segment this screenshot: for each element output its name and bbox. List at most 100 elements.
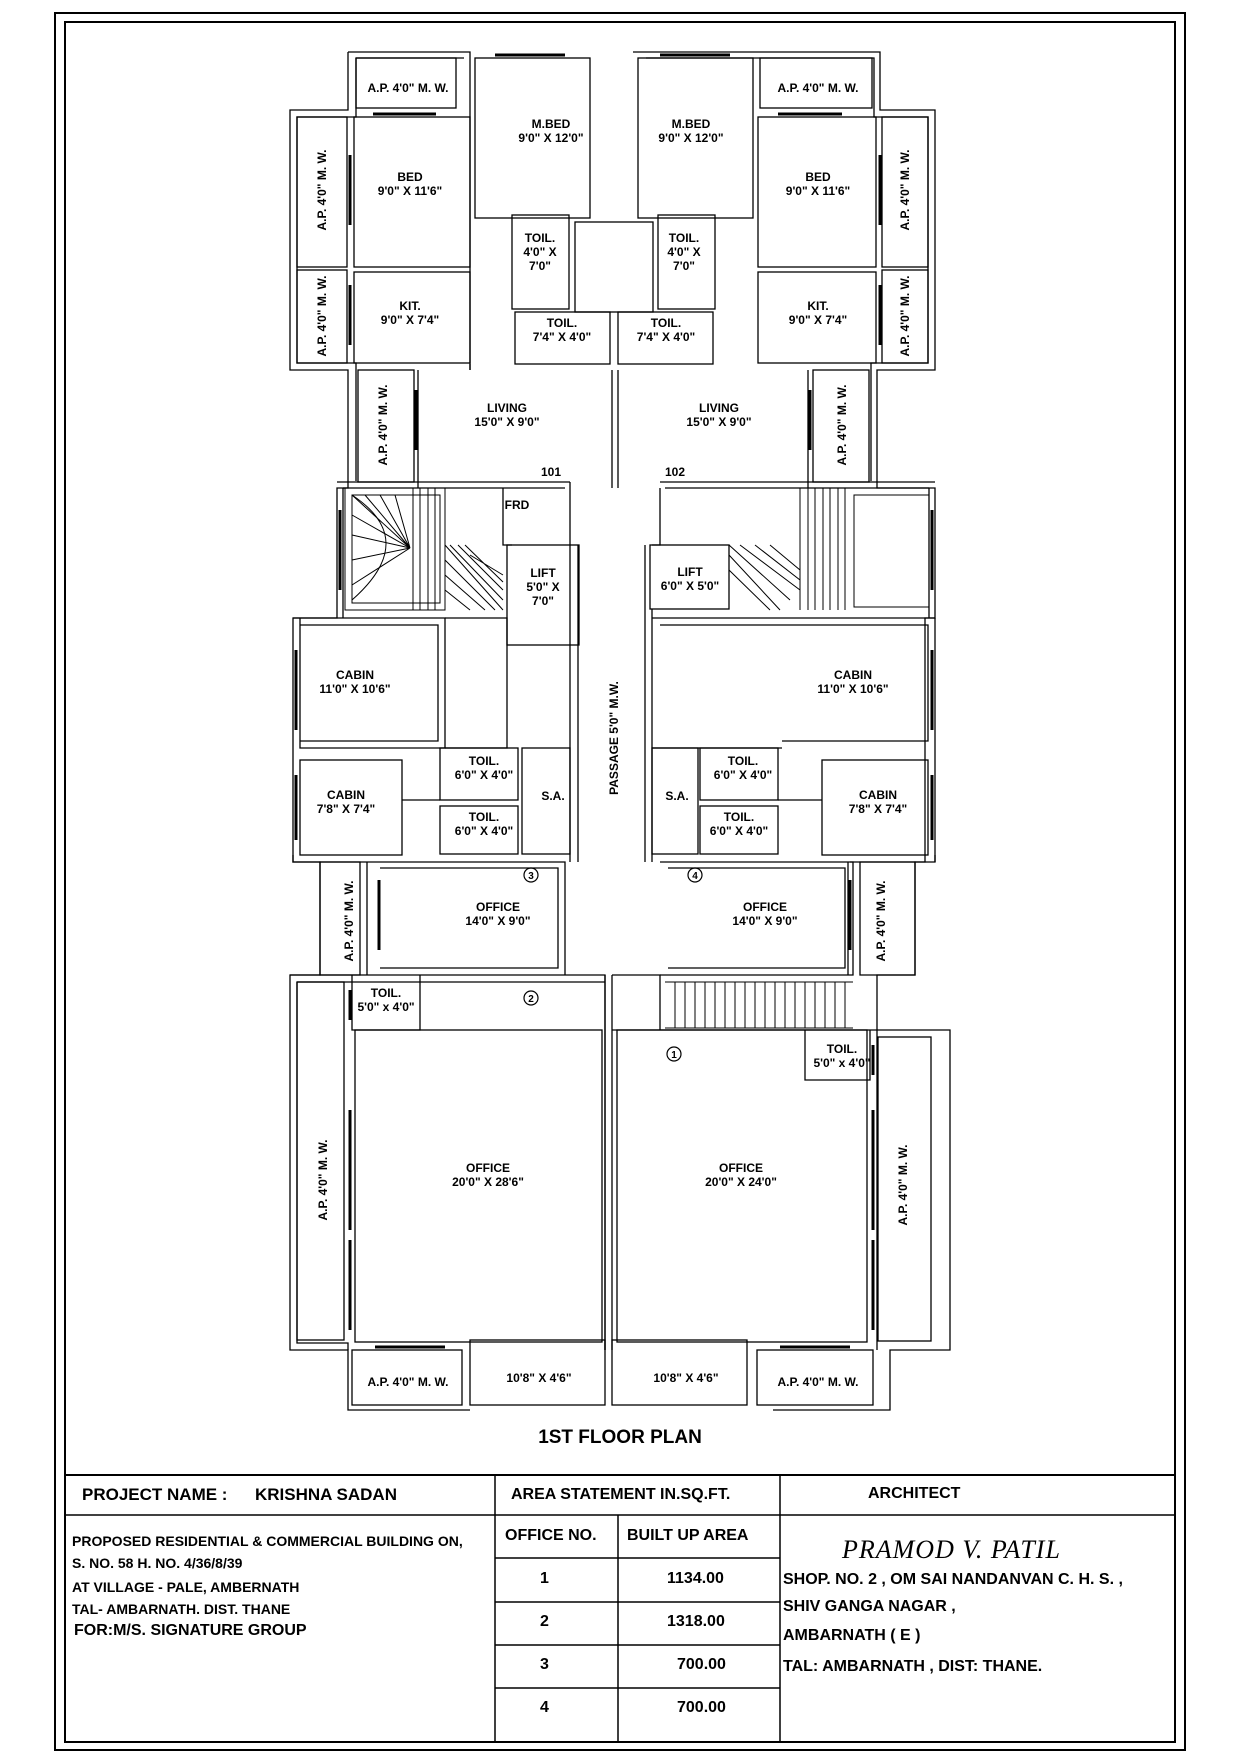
room-label: TOIL.5'0" x 4'0"	[813, 1042, 870, 1070]
room-name: A.P. 4'0" M. W.	[316, 1139, 330, 1220]
room-name: OFFICE	[466, 1161, 510, 1175]
room-label: A.P. 4'0" M. W.	[316, 1139, 330, 1220]
room-name: KIT.	[399, 299, 420, 313]
room-dimension: 9'0" X 11'6"	[378, 184, 442, 198]
room-name: A.P. 4'0" M. W.	[898, 275, 912, 356]
room-name: OFFICE	[476, 900, 520, 914]
room-dimension: 6'0" X 4'0"	[714, 768, 772, 782]
room-name: A.P. 4'0" M. W.	[342, 880, 356, 961]
area-row-1-area: 1134.00	[667, 1570, 724, 1587]
architect-signature: PRAMOD V. PATIL	[842, 1535, 1061, 1564]
room-label: A.P. 4'0" M. W.	[367, 81, 448, 95]
room-label: TOIL.6'0" X 4'0"	[455, 810, 513, 838]
room-dimension: 10'8" X 4'6"	[506, 1371, 571, 1385]
room-name: M.BED	[532, 117, 571, 131]
room-name: A.P. 4'0" M. W.	[315, 149, 329, 230]
room-dimension: 6'0" X 4'0"	[455, 768, 513, 782]
room-dimension: 7'0"	[673, 259, 695, 273]
room-dimension: 20'0" X 24'0"	[705, 1175, 777, 1189]
project-line-2: S. NO. 58 H. NO. 4/36/8/39	[72, 1555, 243, 1571]
room-label: A.P. 4'0" M. W.	[896, 1144, 910, 1225]
room-dimension: 20'0" X 28'6"	[452, 1175, 524, 1189]
room-label: TOIL.7'4" X 4'0"	[637, 316, 695, 344]
room-name: CABIN	[336, 668, 374, 682]
room-label: A.P. 4'0" M. W.	[874, 880, 888, 961]
room-dimension: 9'0" X 11'6"	[786, 184, 850, 198]
room-label: A.P. 4'0" M. W.	[315, 149, 329, 230]
room-label: S.A.	[541, 789, 564, 803]
room-dimension: 7'4" X 4'0"	[533, 330, 591, 344]
room-name: S.A.	[541, 789, 564, 803]
room-label: TOIL.7'4" X 4'0"	[533, 316, 591, 344]
area-col-built-up: BUILT UP AREA	[627, 1527, 749, 1544]
architect-line-2: SHIV GANGA NAGAR ,	[783, 1598, 956, 1615]
room-dimension: 14'0" X 9'0"	[465, 914, 530, 928]
room-dimension: 15'0" X 9'0"	[686, 415, 751, 429]
room-dimension: 7'8" X 7'4"	[849, 802, 907, 816]
area-col-office-no: OFFICE NO.	[505, 1527, 597, 1544]
room-name: TOIL.	[371, 986, 401, 1000]
area-row-4-no: 4	[540, 1699, 549, 1716]
room-name: KIT.	[807, 299, 828, 313]
room-name: S.A.	[665, 789, 688, 803]
flat-number-101: 101	[541, 465, 561, 479]
room-dimension: 5'0" x 4'0"	[813, 1056, 870, 1070]
project-line-4: TAL- AMBARNATH. DIST. THANE	[72, 1601, 291, 1617]
room-dimension: 9'0" X 12'0"	[658, 131, 723, 145]
room-name: A.P. 4'0" M. W.	[315, 275, 329, 356]
room-name: TOIL.	[651, 316, 681, 330]
room-dimension: 11'0" X 10'6"	[817, 682, 888, 696]
room-name: CABIN	[834, 668, 872, 682]
room-name: A.P. 4'0" M. W.	[367, 81, 448, 95]
area-row-1-no: 1	[540, 1570, 549, 1587]
room-name: A.P. 4'0" M. W.	[896, 1144, 910, 1225]
room-name: A.P. 4'0" M. W.	[777, 81, 858, 95]
office-marker-4: 4	[692, 871, 698, 882]
room-label: KIT.9'0" X 7'4"	[381, 299, 439, 327]
room-name: TOIL.	[525, 231, 555, 245]
room-label: TOIL.6'0" X 4'0"	[710, 810, 768, 838]
project-line-1: PROPOSED RESIDENTIAL & COMMERCIAL BUILDI…	[72, 1533, 463, 1549]
room-dimension: 11'0" X 10'6"	[319, 682, 390, 696]
office-marker-2: 2	[528, 994, 534, 1005]
room-name: A.P. 4'0" M. W.	[777, 1375, 858, 1389]
room-dimension: 6'0" X 4'0"	[710, 824, 768, 838]
room-label: PASSAGE 5'0" M.W.	[607, 681, 621, 795]
flat-number-102: 102	[665, 465, 685, 479]
room-label: 10'8" X 4'6"	[653, 1371, 718, 1385]
room-label: TOIL.6'0" X 4'0"	[714, 754, 772, 782]
area-row-3-no: 3	[540, 1656, 549, 1673]
room-name: PASSAGE 5'0" M.W.	[607, 681, 621, 795]
room-dimension: 9'0" X 7'4"	[789, 313, 847, 327]
room-label: A.P. 4'0" M. W.	[835, 384, 849, 465]
architect-label: ARCHITECT	[868, 1485, 961, 1502]
room-name: A.P. 4'0" M. W.	[367, 1375, 448, 1389]
room-dimension: 7'8" X 7'4"	[317, 802, 375, 816]
room-label: TOIL.4'0" X7'0"	[667, 231, 700, 273]
room-dimension: 7'0"	[529, 259, 551, 273]
room-name: LIFT	[677, 565, 703, 579]
room-label: A.P. 4'0" M. W.	[315, 275, 329, 356]
room-dimension: 10'8" X 4'6"	[653, 1371, 718, 1385]
room-label: A.P. 4'0" M. W.	[898, 275, 912, 356]
room-name: A.P. 4'0" M. W.	[376, 384, 390, 465]
room-dimension: 7'0"	[532, 594, 554, 608]
room-name: TOIL.	[724, 810, 754, 824]
project-client: FOR:M/S. SIGNATURE GROUP	[74, 1622, 307, 1639]
room-label: A.P. 4'0" M. W.	[898, 149, 912, 230]
room-label: S.A.	[665, 789, 688, 803]
room-dimension: 4'0" X	[667, 245, 700, 259]
plan-title: 1ST FLOOR PLAN	[538, 1427, 702, 1448]
room-name: LIVING	[487, 401, 527, 415]
